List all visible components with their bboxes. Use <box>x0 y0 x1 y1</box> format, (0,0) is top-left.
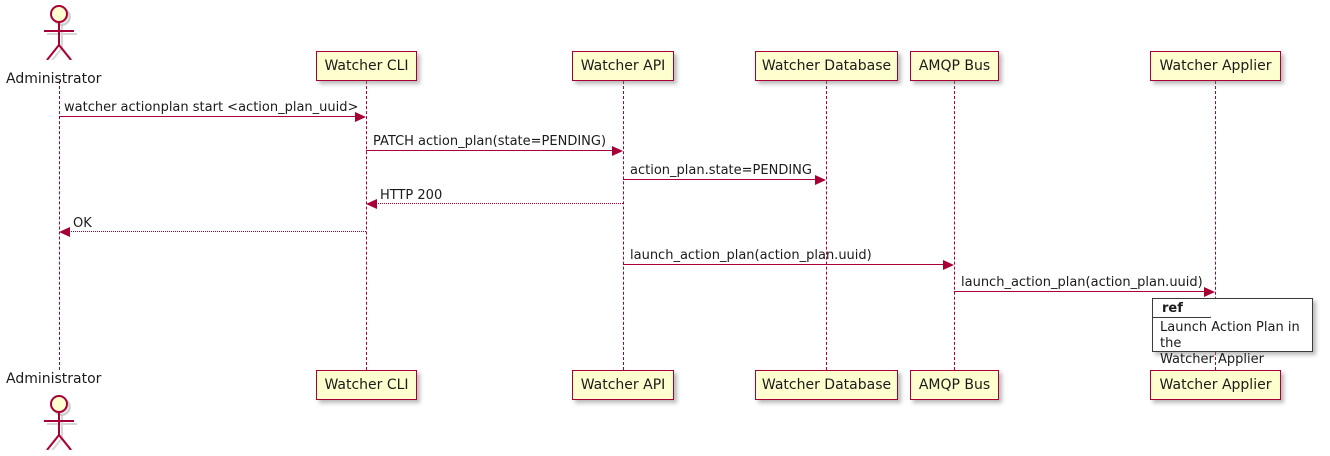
participant-box-amqp-bus-bottom[interactable]: AMQP Bus <box>910 370 999 400</box>
message-arrowhead-m4 <box>366 199 377 209</box>
participant-box-watcher-api-top[interactable]: Watcher API <box>572 51 674 81</box>
participant-label-amqp-bus-top: AMQP Bus <box>918 58 991 74</box>
message-line-m1 <box>59 116 357 117</box>
message-label-m3: action_plan.state=PENDING <box>630 163 812 178</box>
participant-label-watcher-cli-top: Watcher CLI <box>324 58 409 74</box>
participant-box-watcher-database-bottom[interactable]: Watcher Database <box>755 370 898 400</box>
participant-label-amqp-bus-bottom: AMQP Bus <box>918 377 991 393</box>
participant-box-watcher-applier-top[interactable]: Watcher Applier <box>1150 51 1281 81</box>
participant-box-watcher-database-top[interactable]: Watcher Database <box>755 51 898 81</box>
participant-label-watcher-cli-bottom: Watcher CLI <box>324 377 409 393</box>
participant-box-watcher-cli-top[interactable]: Watcher CLI <box>316 51 417 81</box>
participant-label-watcher-api-top: Watcher API <box>580 58 666 74</box>
message-label-m4: HTTP 200 <box>380 188 443 203</box>
message-line-m4 <box>375 203 623 204</box>
message-label-m5: OK <box>73 216 92 231</box>
participant-label-administrator-bottom: Administrator <box>6 371 102 387</box>
participant-label-watcher-api-bottom: Watcher API <box>580 377 666 393</box>
actor-stick-figure-icon <box>44 395 77 454</box>
lifeline-watcher-cli <box>366 81 367 370</box>
participant-box-watcher-api-bottom[interactable]: Watcher API <box>572 370 674 400</box>
message-arrowhead-m1 <box>355 112 366 122</box>
lifeline-watcher-applier <box>1215 81 1216 370</box>
participant-label-watcher-applier-bottom: Watcher Applier <box>1159 377 1272 393</box>
lifeline-amqp-bus <box>954 81 955 370</box>
message-line-m3 <box>623 179 817 180</box>
message-arrowhead-m2 <box>612 146 623 156</box>
actor-administrator-bottom <box>31 392 87 454</box>
participant-label-watcher-applier-top: Watcher Applier <box>1159 58 1272 74</box>
message-label-m6: launch_action_plan(action_plan.uuid) <box>630 248 872 263</box>
message-line-m2 <box>366 150 614 151</box>
actor-stick-figure-icon <box>44 5 77 64</box>
participant-box-watcher-applier-bottom[interactable]: Watcher Applier <box>1150 370 1281 400</box>
message-label-m7: launch_action_plan(action_plan.uuid) <box>961 275 1203 290</box>
message-line-m6 <box>623 264 945 265</box>
participant-label-watcher-database-top: Watcher Database <box>761 58 892 74</box>
message-arrowhead-m3 <box>815 175 826 185</box>
actor-administrator-top <box>31 2 87 64</box>
message-arrowhead-m5 <box>59 227 70 237</box>
fragment-body-ref-launch-action-plan: Launch Action Plan in the Watcher Applie… <box>1160 320 1300 367</box>
participant-box-watcher-cli-bottom[interactable]: Watcher CLI <box>316 370 417 400</box>
participant-label-watcher-database-bottom: Watcher Database <box>761 377 892 393</box>
message-line-m7 <box>954 291 1206 292</box>
message-arrowhead-m7 <box>1204 287 1215 297</box>
lifeline-watcher-database <box>826 81 827 370</box>
message-label-m2: PATCH action_plan(state=PENDING) <box>373 134 607 149</box>
message-line-m5 <box>68 231 366 232</box>
participant-label-administrator-top: Administrator <box>6 71 102 87</box>
fragment-tab-ref-launch-action-plan: ref <box>1153 299 1211 318</box>
participant-box-amqp-bus-top[interactable]: AMQP Bus <box>910 51 999 81</box>
lifeline-watcher-api <box>623 81 624 370</box>
message-arrowhead-m6 <box>943 260 954 270</box>
lifeline-administrator <box>59 81 60 370</box>
message-label-m1: watcher actionplan start <action_plan_uu… <box>64 100 359 115</box>
